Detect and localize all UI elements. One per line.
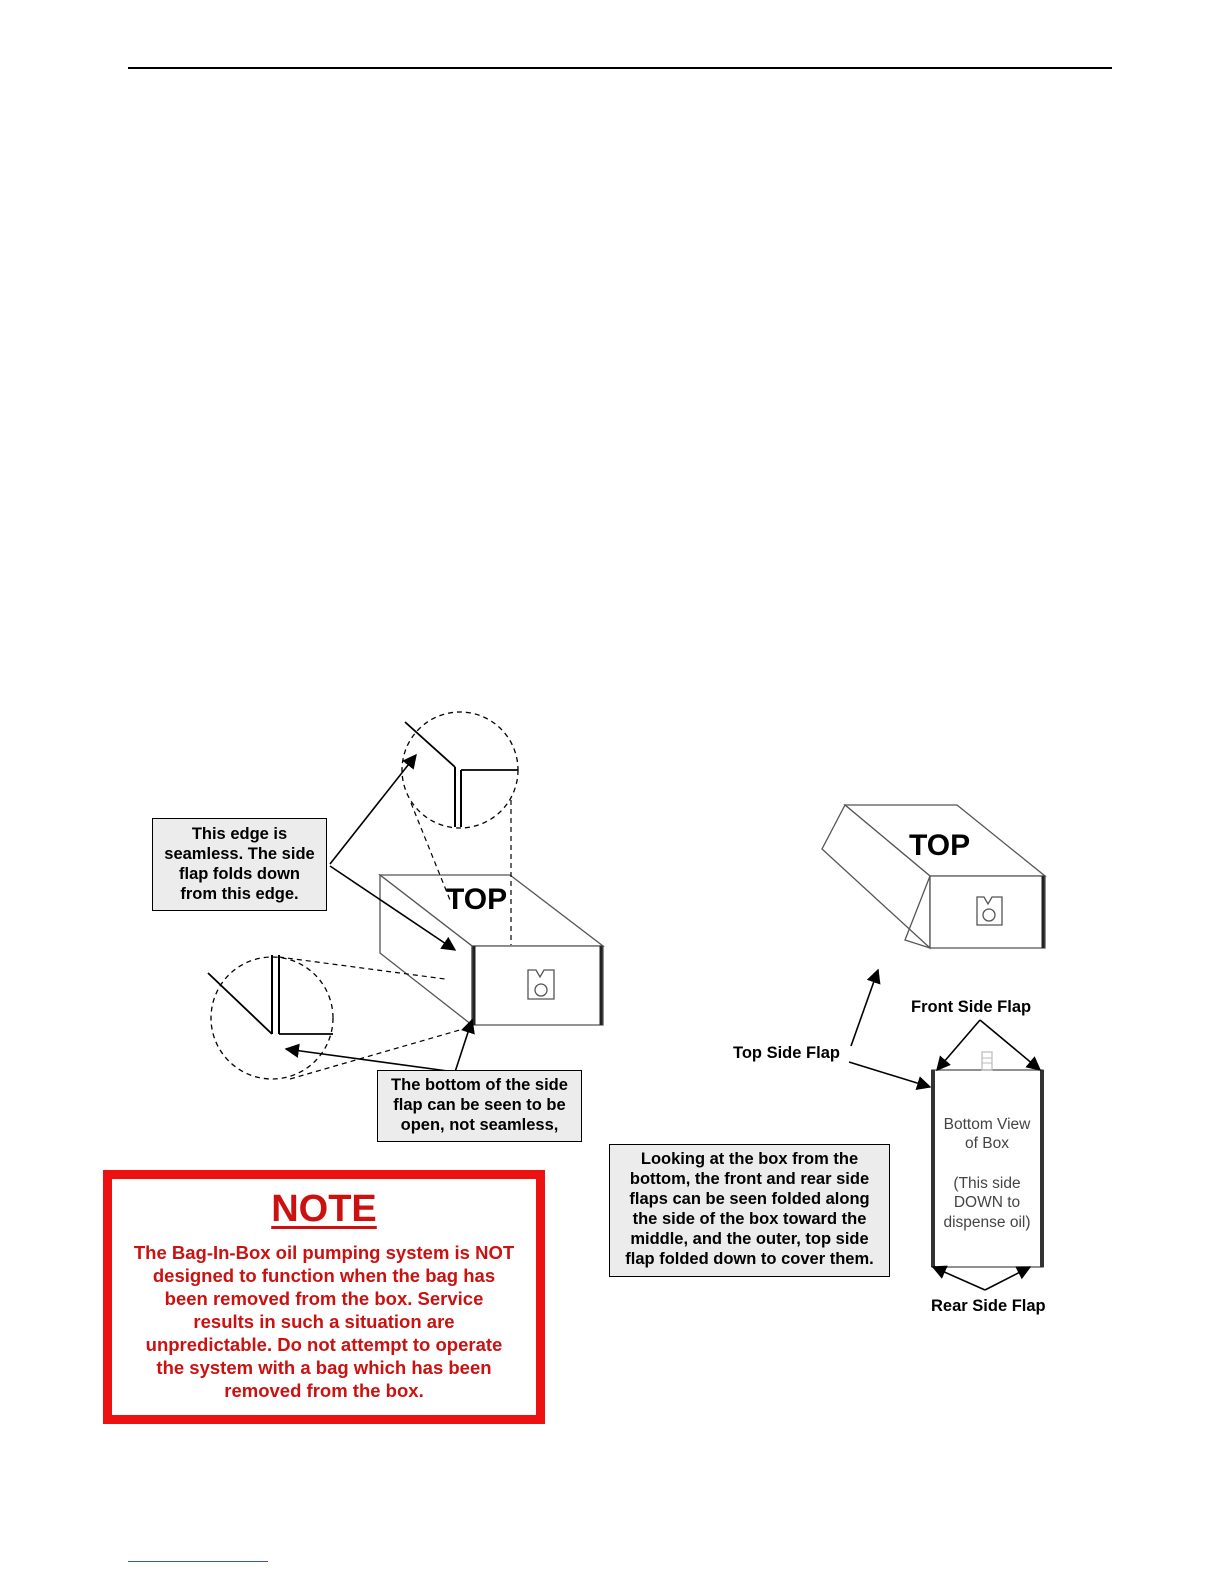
left-box-top-label: TOP bbox=[446, 883, 507, 916]
header-rule bbox=[128, 67, 1112, 69]
front-side-flap-label: Front Side Flap bbox=[911, 998, 1031, 1016]
right-box-front-face bbox=[929, 875, 1046, 949]
svg-text:DOWN to: DOWN to bbox=[954, 1194, 1020, 1211]
top-side-flap-label: Top Side Flap bbox=[733, 1044, 840, 1062]
left-box-spout-icon bbox=[527, 969, 555, 1000]
svg-text:(This side: (This side bbox=[953, 1175, 1020, 1192]
bottom-view-text: Bottom View of Box (This side DOWN to di… bbox=[943, 1116, 1031, 1231]
rear-side-flap-label: Rear Side Flap bbox=[931, 1297, 1046, 1315]
bottom-view-box bbox=[931, 1051, 1044, 1268]
callout-seamless-edge: This edge is seamless. The side flap fol… bbox=[152, 818, 327, 911]
svg-text:of Box: of Box bbox=[965, 1135, 1009, 1152]
svg-text:Bottom View: Bottom View bbox=[944, 1116, 1032, 1133]
right-labels: Front Side Flap Top Side Flap Rear Side … bbox=[733, 998, 1046, 1315]
lower-magnifier bbox=[207, 955, 471, 1080]
right-box-spout-icon bbox=[976, 896, 1003, 926]
note-title: NOTE bbox=[271, 1188, 377, 1230]
upper-magnifier bbox=[401, 711, 519, 945]
right-arrows bbox=[848, 968, 1042, 1291]
footer-link-rule bbox=[128, 1561, 268, 1562]
right-box-top-label: TOP bbox=[909, 829, 970, 862]
svg-text:dispense oil): dispense oil) bbox=[943, 1214, 1030, 1231]
callout-looking-bottom: Looking at the box from the bottom, the … bbox=[609, 1144, 890, 1277]
note-body: The Bag-In-Box oil pumping system is NOT… bbox=[133, 1242, 515, 1401]
left-arrows bbox=[284, 753, 475, 1073]
note-box: NOTE The Bag-In-Box oil pumping system i… bbox=[103, 1170, 545, 1424]
right-box bbox=[821, 803, 1047, 950]
callout-open-bottom: The bottom of the side flap can be seen … bbox=[377, 1070, 582, 1142]
